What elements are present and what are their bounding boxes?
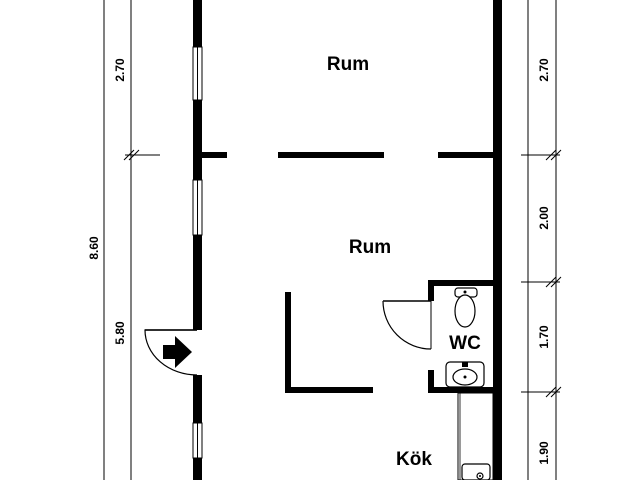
dim-left-bottom: 5.80 [113, 321, 127, 345]
room-label-rum-upper: Rum [327, 54, 369, 75]
room-label-wc: WC [449, 333, 481, 354]
right-dimension-lines [521, 0, 562, 480]
outer-walls [193, 0, 502, 480]
left-dimension-lines [103, 0, 160, 480]
dim-right-1: 2.70 [537, 58, 551, 82]
room-label-rum-lower: Rum [349, 237, 391, 258]
sink-icon [461, 463, 491, 480]
dim-left-top: 2.70 [113, 58, 127, 82]
room-label-kok: Kök [396, 449, 432, 470]
dim-left-total: 8.60 [87, 236, 101, 260]
dim-right-2: 2.00 [537, 206, 551, 230]
interior-partition [202, 152, 493, 158]
wc-door [382, 300, 432, 350]
dim-right-4: 1.90 [537, 441, 551, 465]
toilet-icon [454, 287, 478, 328]
washbasin-icon [445, 361, 485, 388]
entrance-arrow-icon [163, 336, 192, 368]
interior-walls [285, 280, 498, 393]
dim-right-3: 1.70 [537, 325, 551, 349]
windows-left [192, 46, 203, 459]
